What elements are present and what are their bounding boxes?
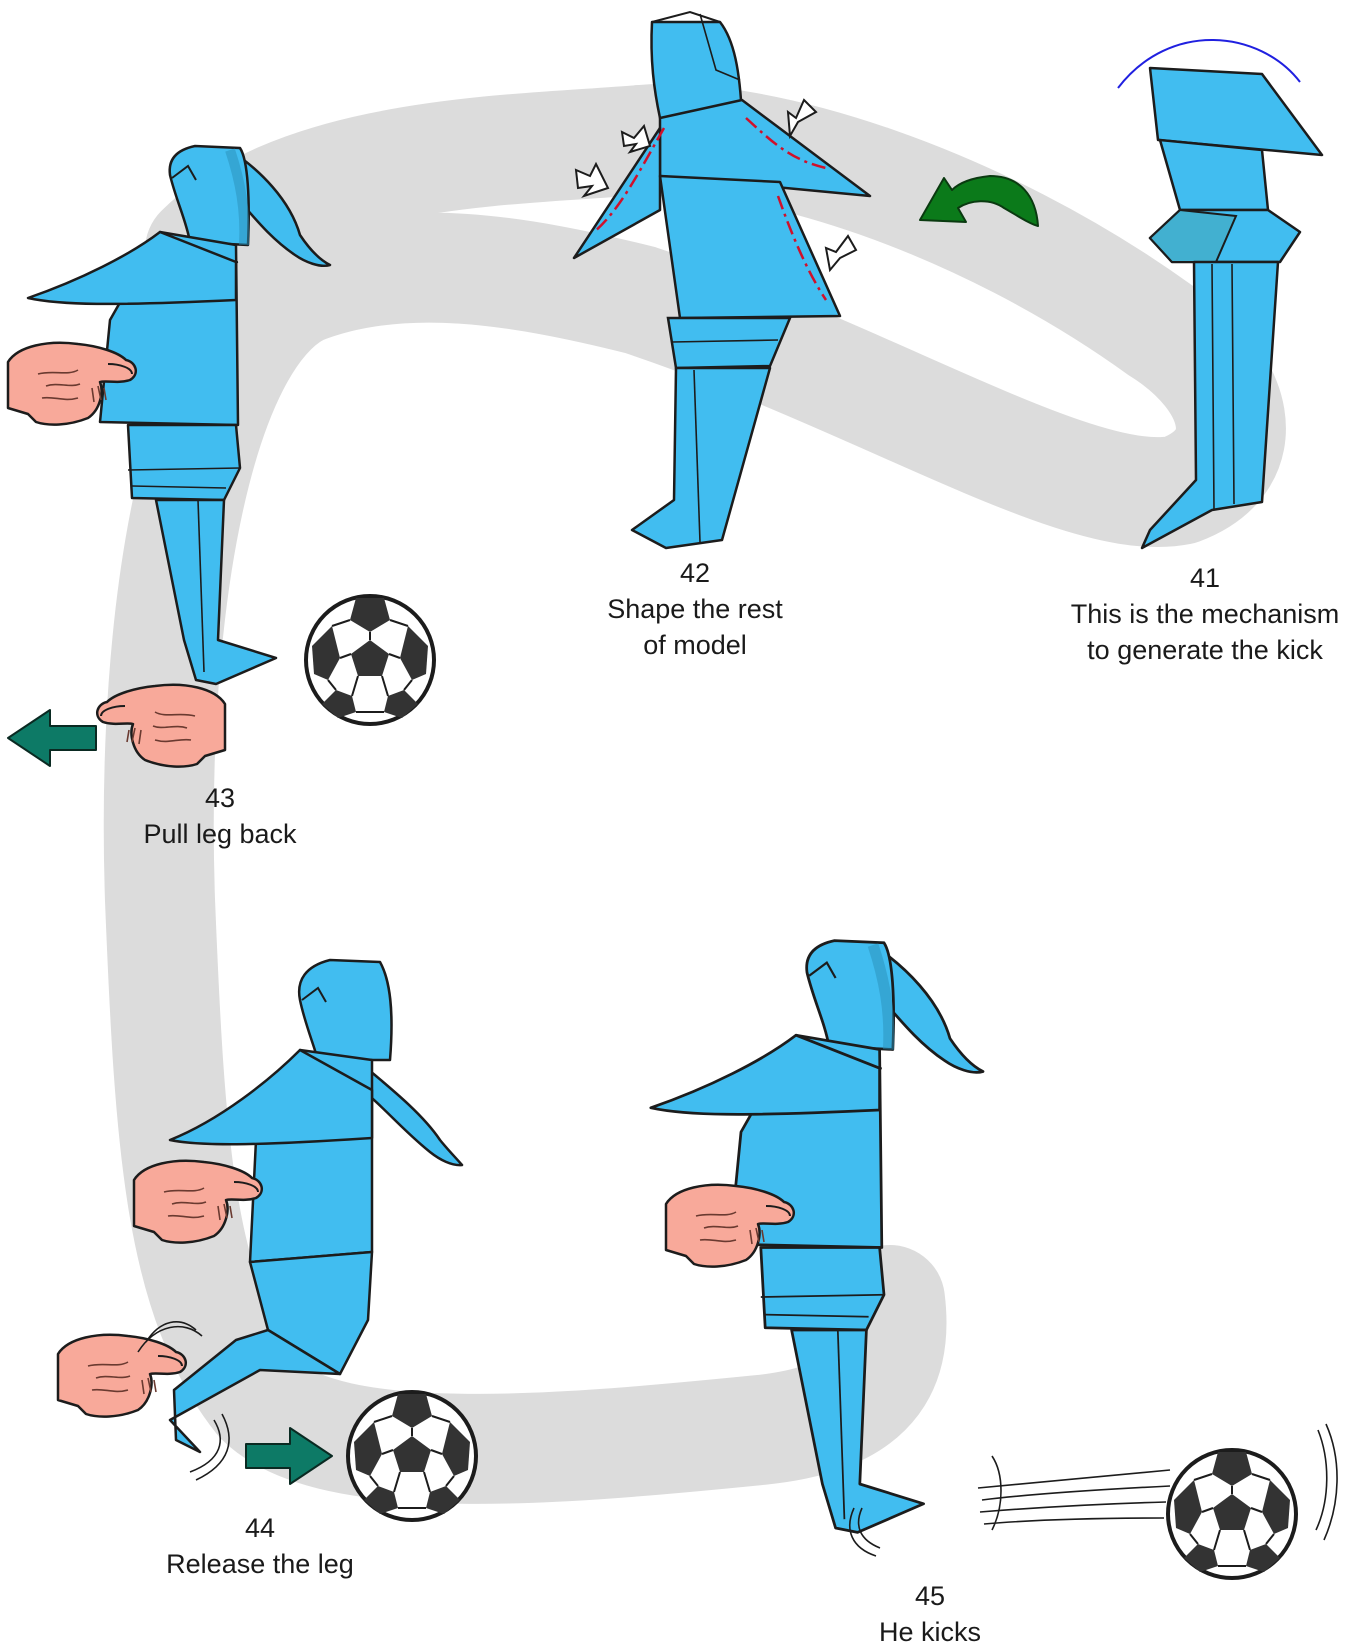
step-45-caption: 45 He kicks [830, 1578, 1030, 1650]
step-41-line-1: This is the mechanism [1055, 596, 1355, 632]
step-45-line-1: He kicks [830, 1614, 1030, 1650]
step-41-caption: 41 This is the mechanism to generate the… [1055, 560, 1355, 668]
step-42-number: 42 [570, 555, 820, 591]
soccer-ball-icon [348, 1392, 476, 1520]
step-42-caption: 42 Shape the rest of model [570, 555, 820, 663]
pull-arrow-icon [8, 710, 96, 766]
step-43-line-1: Pull leg back [110, 816, 330, 852]
step-43-number: 43 [110, 780, 330, 816]
step-42-line-2: of model [570, 627, 820, 663]
hand-icon [58, 1335, 186, 1417]
soccer-ball-icon [306, 596, 434, 724]
step-45-number: 45 [830, 1578, 1030, 1614]
step-44-number: 44 [140, 1510, 380, 1546]
step-41-number: 41 [1055, 560, 1355, 596]
step-44-line-1: Release the leg [140, 1546, 380, 1582]
step-43-caption: 43 Pull leg back [110, 780, 330, 852]
soccer-ball-icon [1168, 1450, 1296, 1578]
step-44-caption: 44 Release the leg [140, 1510, 380, 1582]
step-41-line-2: to generate the kick [1055, 632, 1355, 668]
step-42-line-1: Shape the rest [570, 591, 820, 627]
